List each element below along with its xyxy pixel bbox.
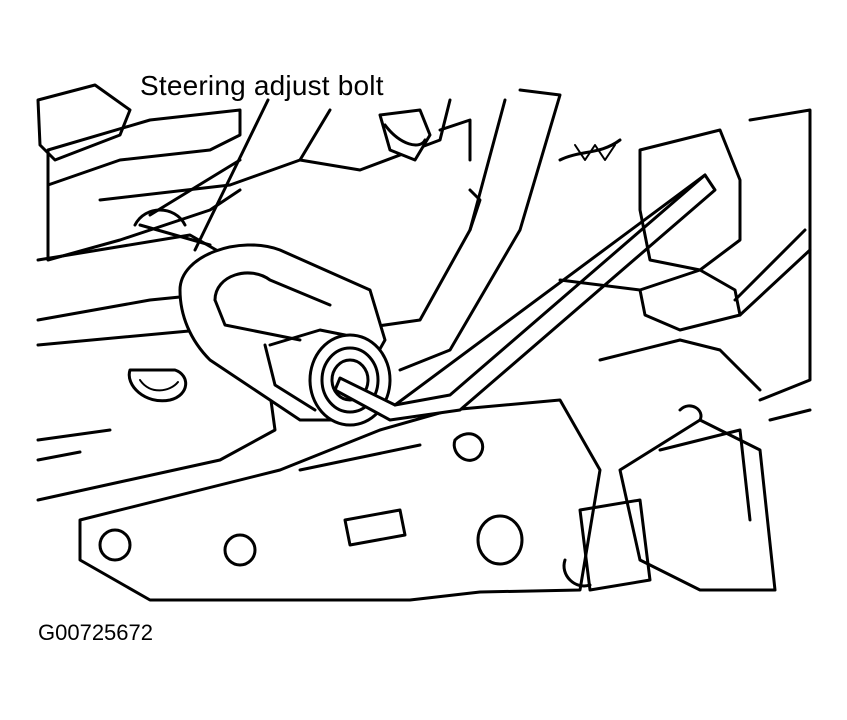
switch-assembly xyxy=(562,404,812,592)
callout-leader-line xyxy=(193,98,270,252)
hex-wrench xyxy=(333,173,717,422)
tilt-lever xyxy=(348,88,562,372)
mounting-plate xyxy=(78,398,602,602)
callout-steering-adjust-bolt: Steering adjust bolt xyxy=(140,70,384,101)
figure-id: G00725672 xyxy=(38,620,153,645)
wiring-harness xyxy=(558,108,812,402)
